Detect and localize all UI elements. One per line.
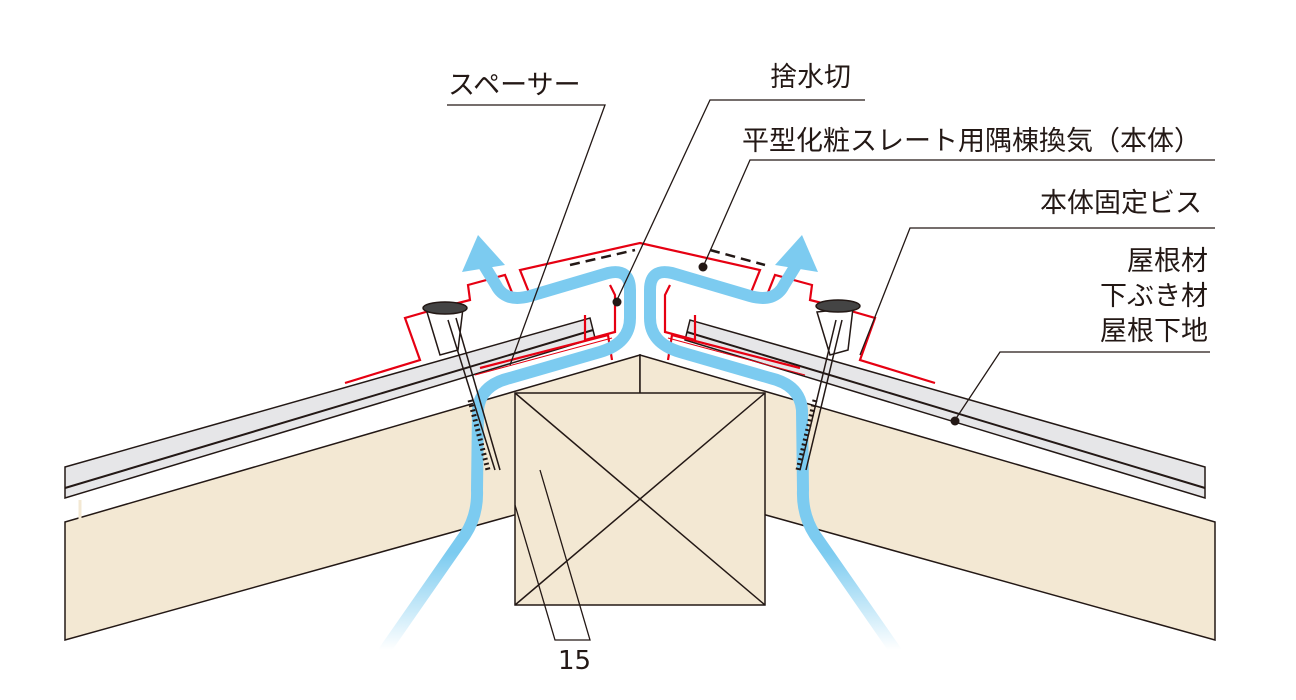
- fixing-screw-left: [422, 301, 501, 471]
- airflow-arrowhead-left: [462, 235, 505, 272]
- roofing-slate-right: [684, 319, 1206, 500]
- label-roofing: 屋根材: [1127, 246, 1208, 277]
- label-underlayment: 下ぶき材: [1100, 281, 1208, 312]
- label-roof-deck: 屋根下地: [1100, 316, 1208, 347]
- label-ventilator-body: 平型化粧スレート用隅棟換気（本体）: [742, 126, 1201, 157]
- ridge-beam: [514, 392, 766, 606]
- airflow-arrowhead-right: [775, 235, 818, 272]
- label-fixing-screw: 本体固定ビス: [1040, 188, 1202, 219]
- label-spacer: スペーサー: [448, 70, 581, 101]
- fixing-screw-right: [795, 299, 861, 471]
- leader-lines: [447, 99, 1215, 641]
- label-drip-flashing: 捨水切: [770, 62, 851, 93]
- leader-dots: [612, 262, 960, 426]
- dimension-label: 15: [558, 646, 592, 676]
- ventilator-louver: [569, 248, 766, 267]
- airflow-arrow-left: [379, 256, 636, 656]
- airflow-arrow-right: [644, 256, 901, 656]
